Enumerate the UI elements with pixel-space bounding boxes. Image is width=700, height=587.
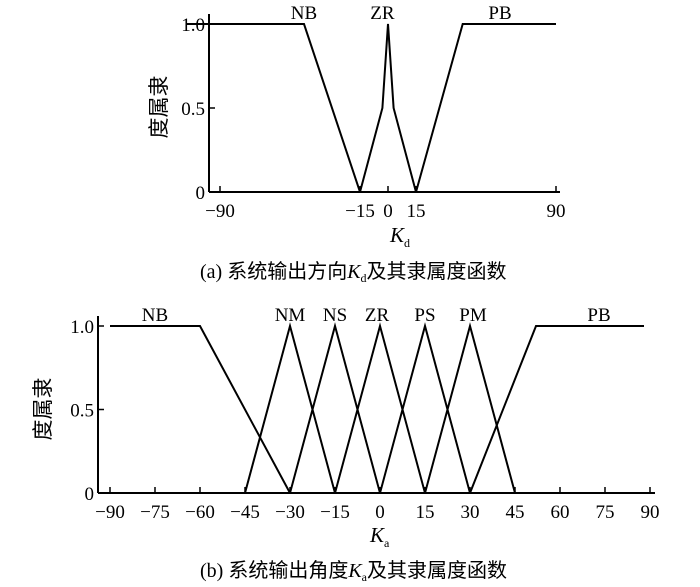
series-label: NM	[275, 305, 306, 326]
x-tick-label: −60	[185, 502, 215, 523]
x-tick-label: −15	[320, 502, 350, 523]
series-label: ZR	[365, 305, 390, 326]
chart-b: 0 0.5 1.0 −90 −75 −60 −45 −30 −15 0 15 30 45 60 75 90 NB…	[31, 305, 660, 584]
x-tick-label: 15	[416, 502, 435, 523]
series-line-pm	[424, 322, 516, 494]
x-tick-label: 90	[547, 201, 566, 222]
series-line-nm	[244, 322, 336, 494]
chart-caption: (a) 系统输出方向Kd及其隶属度函数	[200, 260, 507, 285]
y-tick-label: 1.0	[70, 317, 94, 338]
x-tick-label: −90	[95, 502, 125, 523]
x-tick-label: 15	[407, 201, 426, 222]
x-axis-label: Ka	[369, 523, 390, 550]
x-tick-label: 0	[383, 201, 393, 222]
y-axis-label: 度属隶	[147, 76, 171, 139]
x-tick-label: 30	[461, 502, 480, 523]
y-tick-label: 0.5	[70, 401, 94, 422]
series-line-zr	[359, 23, 417, 193]
chart-a: 0 0.5 1.0 −90 −15 0 15 90 NB ZR PB 度属隶 Kd (a) 系统输出方向K…	[147, 3, 566, 285]
y-tick-label: 0	[85, 484, 95, 505]
series-label: PM	[459, 305, 487, 326]
x-tick-label: 0	[375, 502, 385, 523]
x-tick-label: −75	[140, 502, 170, 523]
x-axis-label: Kd	[389, 223, 410, 250]
x-tick-label: 90	[641, 502, 660, 523]
x-tick-label: −90	[205, 201, 235, 222]
y-tick-label: 0	[196, 183, 206, 204]
series-label: PB	[587, 305, 610, 326]
x-tick-label: −15	[345, 201, 375, 222]
series-line-pb	[469, 325, 644, 494]
series-line-ps	[379, 322, 471, 494]
x-tick-label: −30	[275, 502, 305, 523]
series-label: NB	[142, 305, 168, 326]
series-line-nb	[186, 23, 388, 193]
series-label: NS	[323, 305, 347, 326]
y-tick-label: 1.0	[181, 15, 205, 36]
series-label: ZR	[370, 3, 395, 24]
series-line-pb	[388, 23, 556, 193]
chart-caption: (b) 系统输出角度Ka及其隶属度函数	[200, 559, 507, 582]
y-axis-label: 度属隶	[31, 378, 55, 441]
series-label: PB	[488, 3, 511, 24]
series-line-nb	[110, 325, 291, 494]
x-tick-label: 75	[596, 502, 615, 523]
x-tick-label: −45	[230, 502, 260, 523]
series-line-ns	[289, 322, 381, 494]
y-tick-label: 0.5	[181, 99, 205, 120]
series-line-zr	[334, 322, 426, 494]
x-tick-label: 45	[506, 502, 525, 523]
series-label: NB	[291, 3, 317, 24]
x-tick-label: 60	[551, 502, 570, 523]
series-label: PS	[414, 305, 435, 326]
